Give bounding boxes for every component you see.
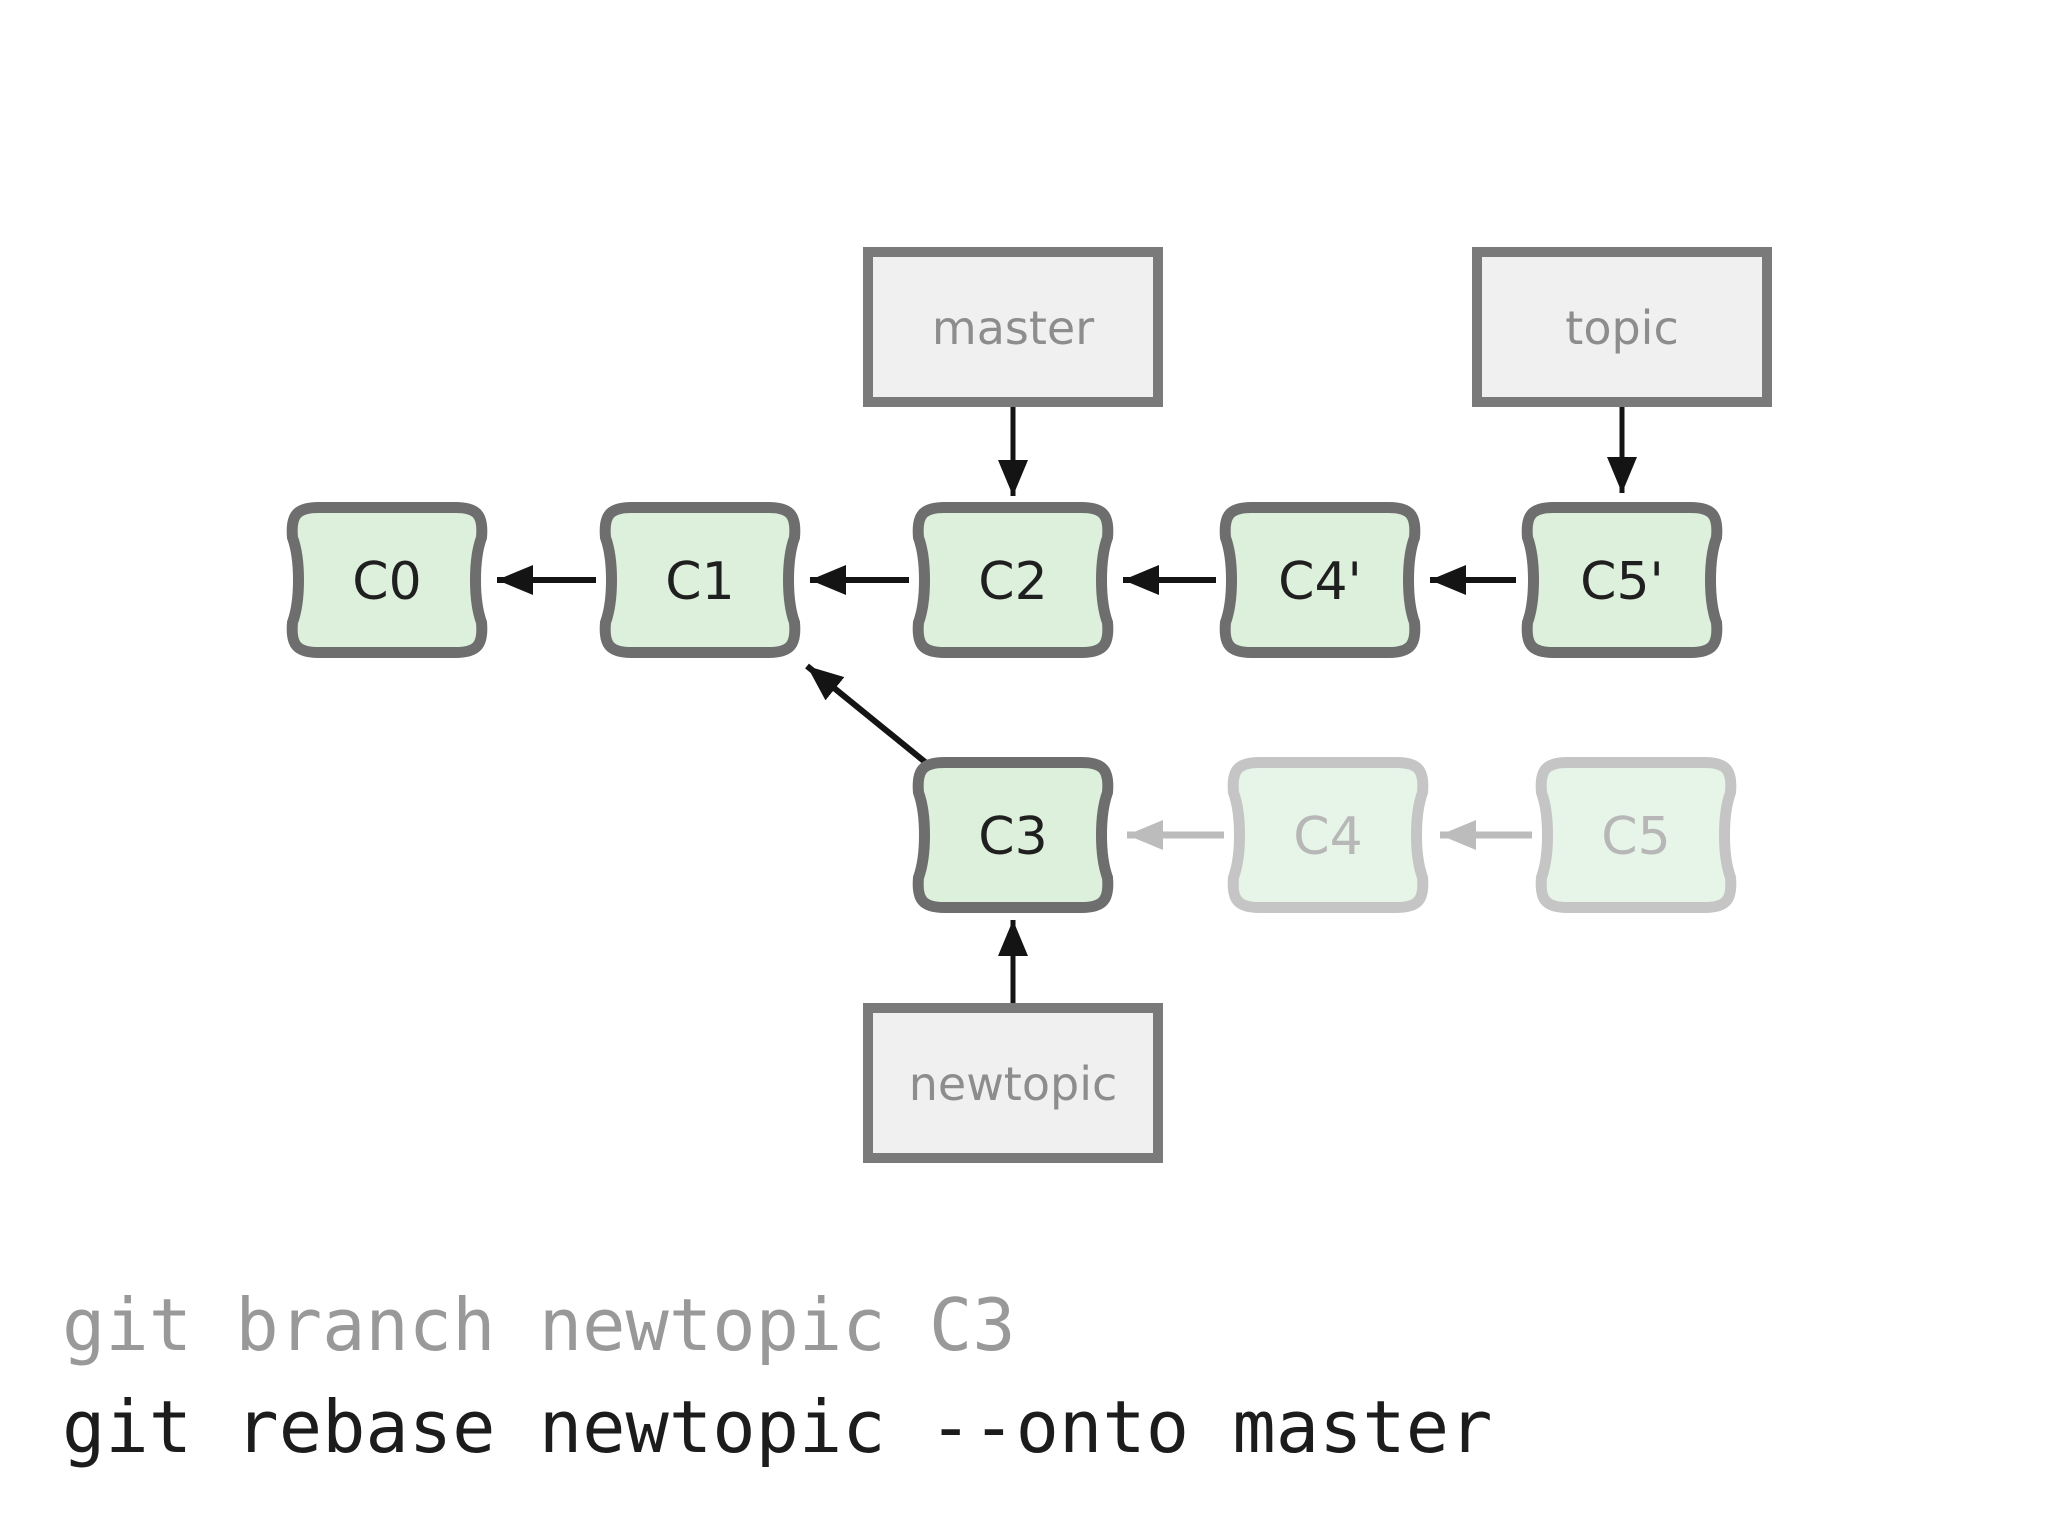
- commit-label-c2: C2: [978, 552, 1047, 612]
- commit-label-c4-prime: C4': [1278, 552, 1362, 612]
- branch-name-topic: topic: [1565, 301, 1678, 355]
- commit-node-c0: C0: [292, 508, 482, 653]
- commit-label-c0: C0: [352, 552, 421, 612]
- branch-box-topic: [1472, 247, 1772, 407]
- commit-node-c4-faded: C4: [1233, 763, 1423, 908]
- commit-node-c2: C2: [918, 508, 1108, 653]
- commit-node-c5-faded: C5: [1541, 763, 1731, 908]
- branch-box-newtopic: [863, 1003, 1163, 1163]
- command-line-1: git branch newtopic C3: [62, 1283, 1016, 1367]
- commit-node-c4-prime: C4': [1225, 508, 1415, 653]
- commit-label-c4-faded: C4: [1293, 807, 1362, 867]
- branch-name-master: master: [932, 301, 1094, 355]
- branch-box-master: [863, 247, 1163, 407]
- command-line-2: git rebase newtopic --onto master: [62, 1385, 1492, 1469]
- commit-node-c5-prime: C5': [1527, 508, 1717, 653]
- commit-label-c5-faded: C5: [1601, 807, 1670, 867]
- arrow-c3-to-c1: [805, 663, 932, 769]
- branch-label-master: master: [863, 247, 1163, 407]
- commit-label-c1: C1: [665, 552, 734, 612]
- branch-name-newtopic: newtopic: [909, 1057, 1118, 1111]
- commit-label-c5-prime: C5': [1580, 552, 1664, 612]
- commit-node-c3: C3: [918, 763, 1108, 908]
- commit-node-c1: C1: [605, 508, 795, 653]
- branch-label-topic: topic: [1472, 247, 1772, 407]
- branch-label-newtopic: newtopic: [863, 1003, 1163, 1163]
- commit-label-c3: C3: [978, 807, 1047, 867]
